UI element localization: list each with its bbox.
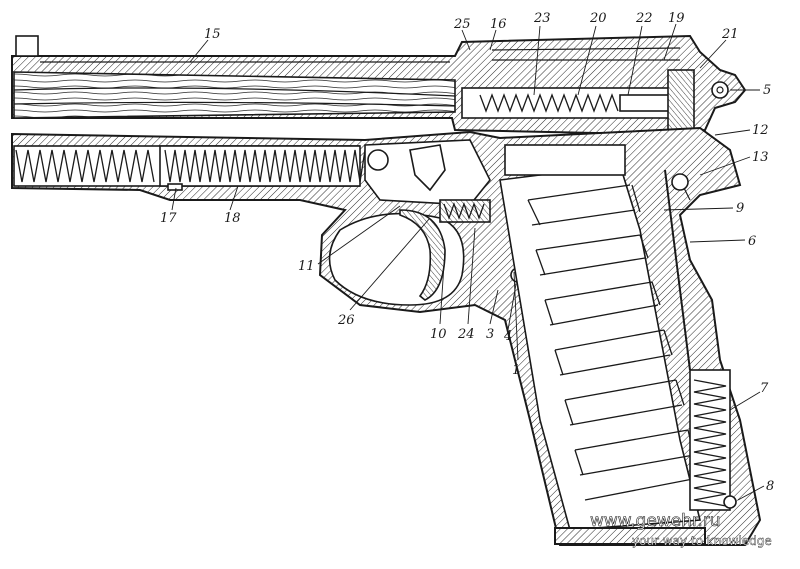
label-13: 13 xyxy=(752,150,769,165)
label-18: 18 xyxy=(224,211,241,226)
label-5: 5 xyxy=(763,83,771,98)
label-7: 7 xyxy=(760,381,769,396)
magazine xyxy=(499,144,706,545)
part-labels: 15 25 16 23 20 22 19 21 5 12 13 9 6 17 1… xyxy=(160,11,774,494)
label-11: 11 xyxy=(298,259,315,274)
label-15: 15 xyxy=(204,27,221,42)
watermark-tagline: your way to knowledge xyxy=(632,534,772,548)
label-26: 26 xyxy=(337,313,355,328)
label-23: 23 xyxy=(533,11,551,26)
label-6: 6 xyxy=(748,234,756,249)
barrel xyxy=(13,71,456,119)
mainspring-assembly xyxy=(664,169,737,511)
leader-lines xyxy=(171,23,765,501)
label-25: 25 xyxy=(453,17,471,32)
label-22: 22 xyxy=(635,11,653,26)
label-3: 3 xyxy=(486,327,494,342)
label-21: 21 xyxy=(721,27,739,42)
label-24: 24 xyxy=(457,327,475,342)
label-17: 17 xyxy=(160,211,177,226)
label-8: 8 xyxy=(766,479,774,494)
label-9: 9 xyxy=(736,201,744,216)
label-19: 19 xyxy=(668,11,685,26)
label-1: 1 xyxy=(512,363,520,378)
label-10: 10 xyxy=(430,327,447,342)
label-20: 20 xyxy=(589,11,607,26)
label-16: 16 xyxy=(490,17,507,32)
label-4: 4 xyxy=(503,329,512,344)
label-12: 12 xyxy=(752,123,769,138)
firing-pin-assembly xyxy=(461,47,729,135)
recoil-spring xyxy=(15,145,371,191)
watermark-url: www.gewehr.ru xyxy=(590,511,721,531)
watermark: www.gewehr.ru your way to knowledge xyxy=(590,511,772,549)
